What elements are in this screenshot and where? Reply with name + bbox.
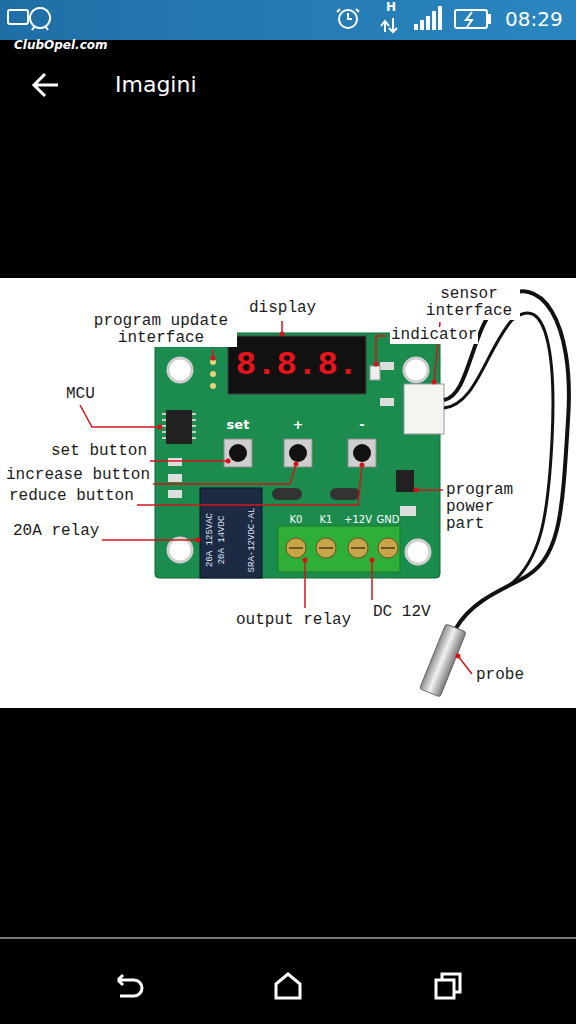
callout-label: indicator <box>390 327 478 344</box>
app-title: Imagini <box>115 72 197 97</box>
watermark: ClubOpel.com <box>14 38 108 52</box>
callout-label: program update interface <box>85 313 237 347</box>
callout-label: 20A relay <box>12 523 100 540</box>
nav-divider <box>0 937 576 939</box>
pcb-board <box>155 333 444 578</box>
callout-label: DC 12V <box>372 604 432 621</box>
terminal-label: GND <box>377 514 400 525</box>
terminal-label: K0 <box>290 514 303 525</box>
callout-label: reduce button <box>8 488 135 505</box>
callout-label: sensor interface <box>418 286 520 320</box>
callout-label: probe <box>475 667 525 684</box>
back-arrow <box>34 74 58 96</box>
callout-label: MCU <box>65 386 96 403</box>
probe-cable <box>444 313 553 585</box>
signal-bars <box>414 6 442 30</box>
relay-marking: 20A 125VAC <box>205 513 215 567</box>
callout-label: increase button <box>5 467 151 484</box>
status-bar <box>0 0 576 40</box>
status-icons <box>8 8 490 32</box>
callout-label: program power part <box>445 482 537 533</box>
nav-icons <box>118 974 460 998</box>
relay-marking: 20A 14VDC <box>217 516 227 565</box>
probe-tube <box>420 624 467 697</box>
terminal-label: K1 <box>320 514 333 525</box>
network-indicator: H <box>386 0 396 14</box>
button-legend: + <box>293 417 304 432</box>
leader-dots <box>158 332 461 659</box>
display-digits: 8.8.8. <box>236 346 358 384</box>
callout-label: display <box>248 300 317 317</box>
button-legend: - <box>359 417 364 432</box>
terminal-label: +12V <box>344 514 372 525</box>
image-ground <box>0 278 576 708</box>
relay-marking: SRA-12VDC-AL <box>247 508 257 573</box>
callout-label: output relay <box>235 612 352 629</box>
button-legend: set <box>227 417 250 432</box>
clock: 08:29 <box>505 7 563 31</box>
callout-label: set button <box>50 443 148 460</box>
leader-lines <box>80 321 472 674</box>
